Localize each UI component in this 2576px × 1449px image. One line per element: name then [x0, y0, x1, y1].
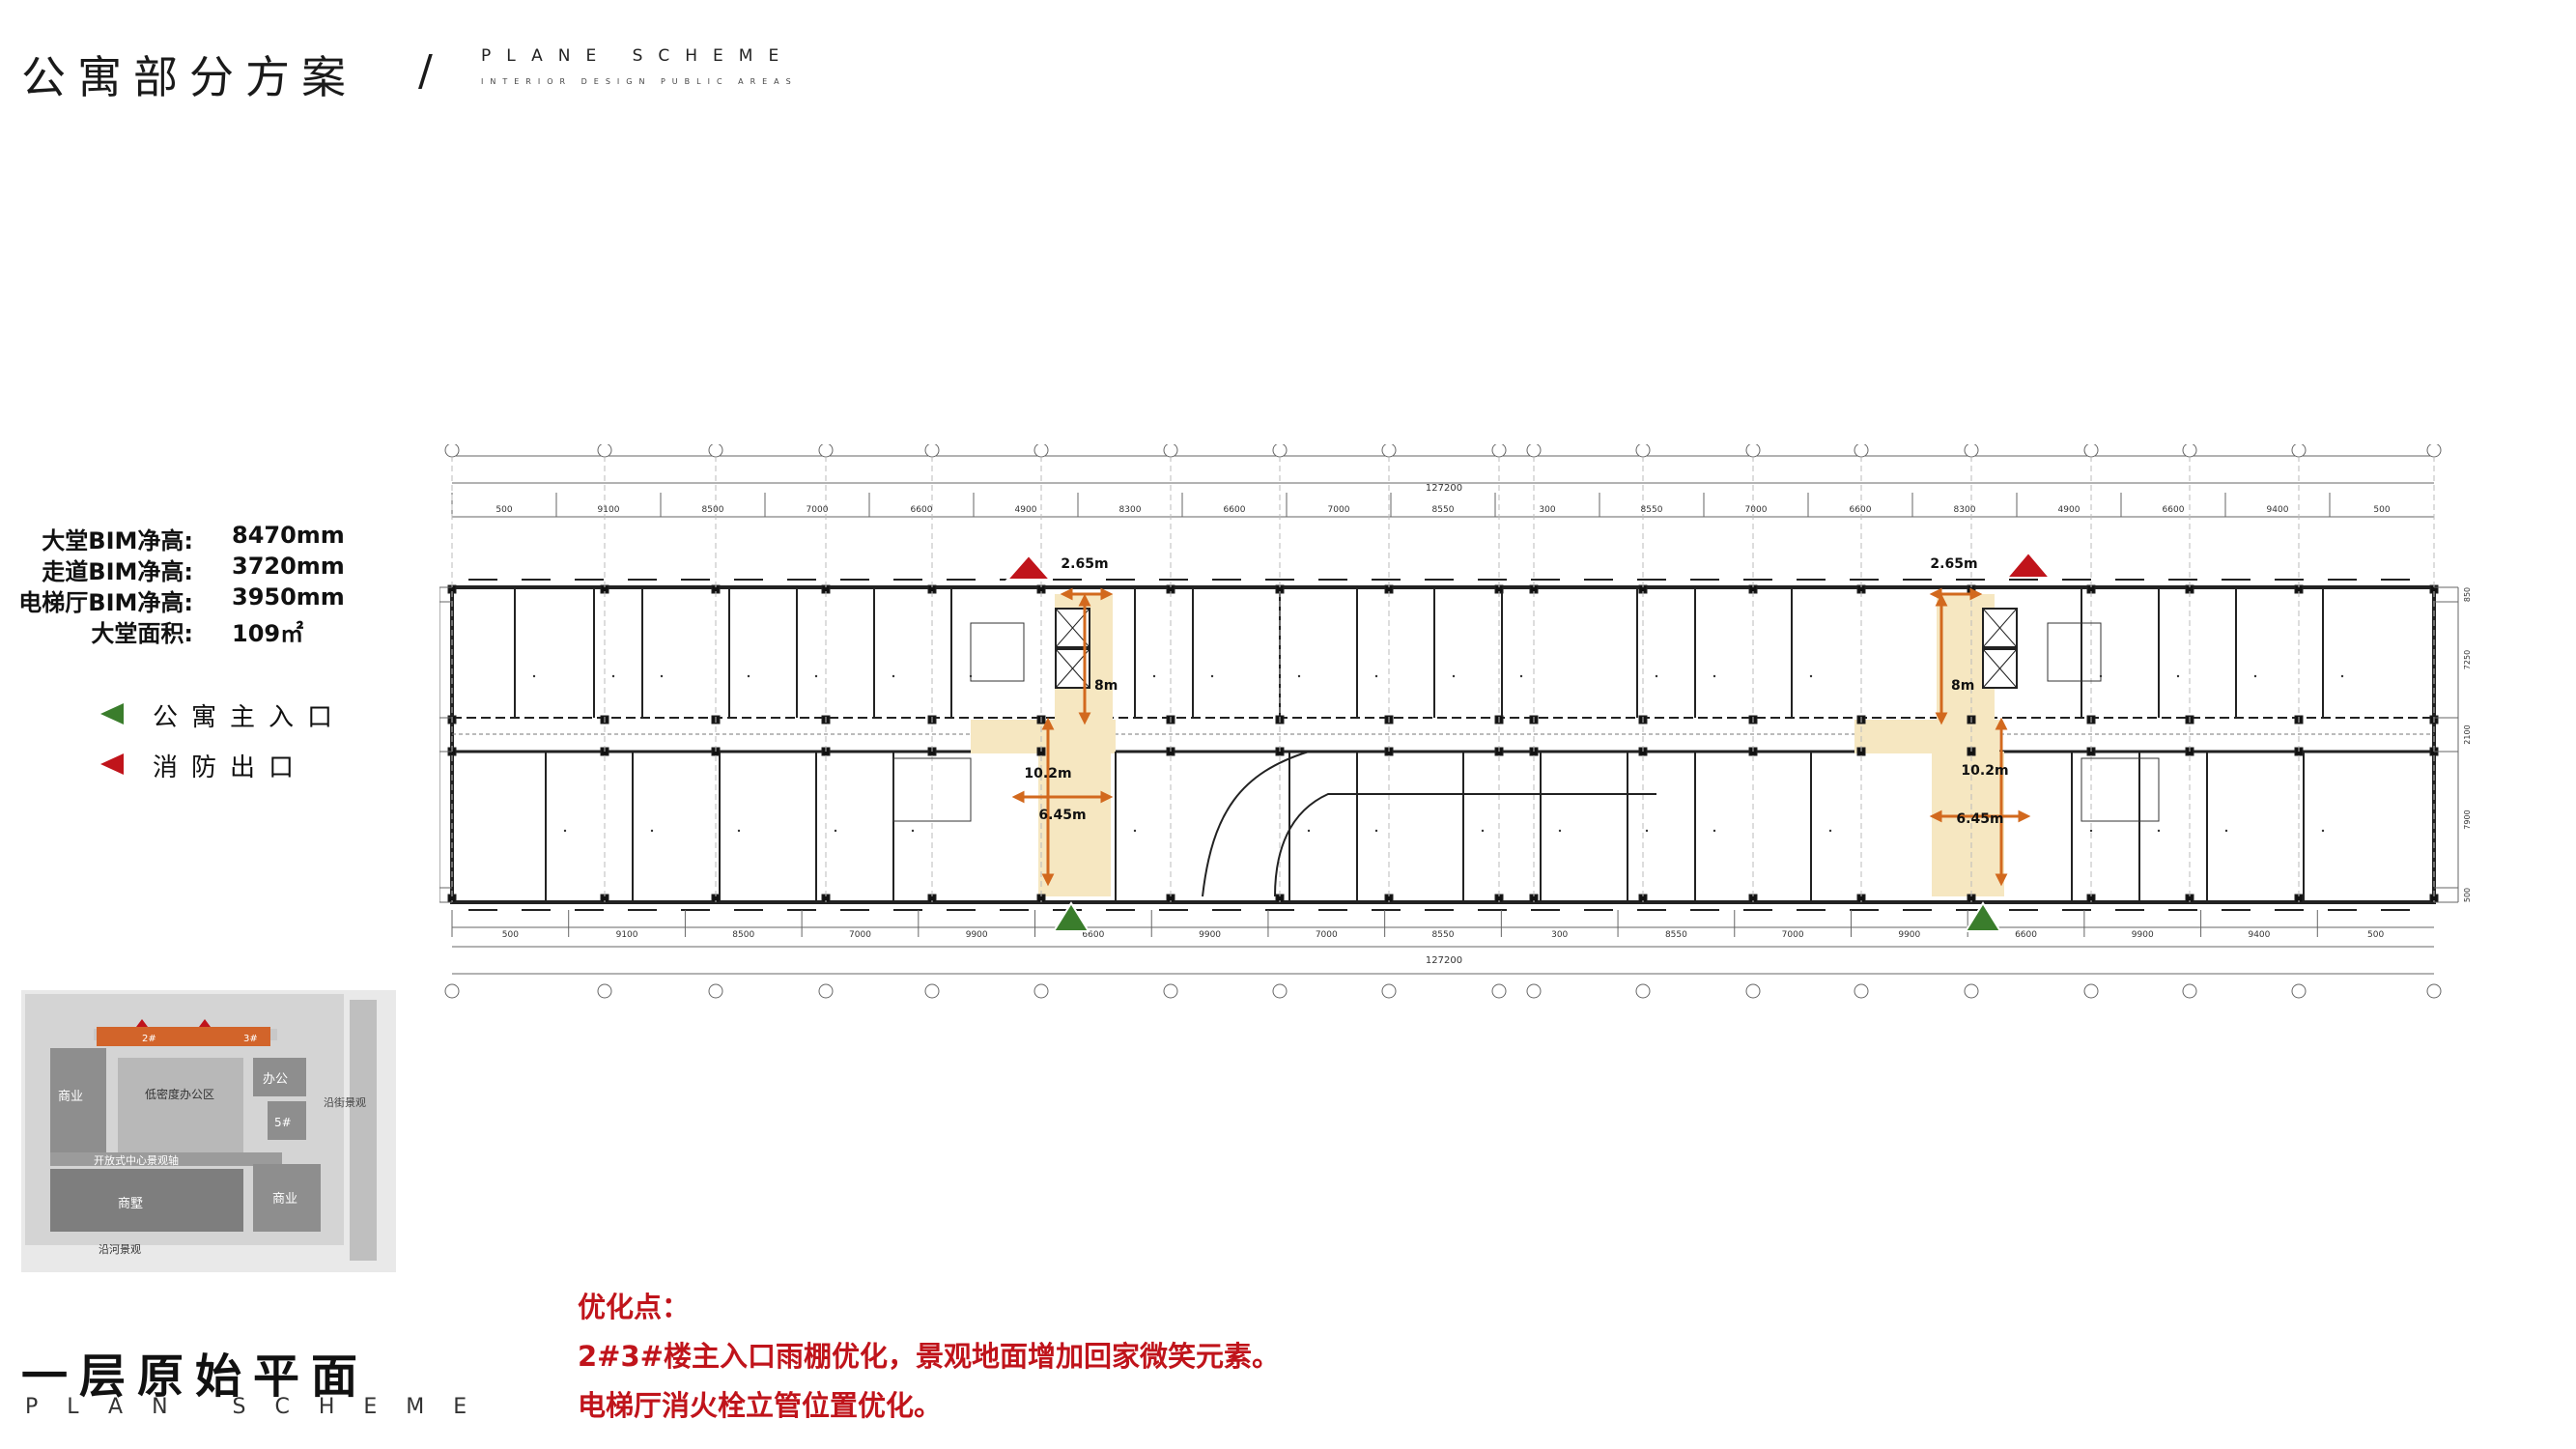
top-dimension-label: 6600	[2163, 505, 2185, 515]
top-dimension-label: 9400	[2267, 505, 2289, 515]
bottom-dimension-label: 7000	[1316, 930, 1338, 940]
measure-width-right: 2.65m	[1930, 556, 1977, 572]
top-dimension-label: 9100	[598, 505, 620, 515]
bottom-dimension-label: 9900	[2132, 930, 2154, 940]
site-label-river: 沿河景观	[99, 1243, 141, 1256]
site-label-2: 2#	[142, 1034, 156, 1044]
bottom-dimension-label: 9900	[1898, 930, 1920, 940]
site-label-commercial-east: 商业	[272, 1192, 297, 1207]
top-dimension-label: 8550	[1641, 505, 1663, 515]
top-dimension-label: 7000	[807, 505, 829, 515]
floor-plan: 127200 127200 500 9100 8500 7000 6600 4900 8300 6…	[439, 444, 2472, 999]
plan-outline	[450, 585, 2436, 904]
bottom-dimension-label: 9400	[2248, 930, 2270, 940]
site-label-axis: 开放式中心景观轴	[94, 1153, 179, 1167]
main-entrance-marker-right	[1964, 901, 2002, 932]
stat-corridor-height: 走道BIM净高: 3720mm	[0, 553, 406, 585]
top-dimension-label: 4900	[2058, 505, 2081, 515]
fire-exit-marker-left	[1005, 554, 1053, 581]
stat-lobby-area: 大堂面积: 109㎡	[0, 614, 406, 647]
measure-lobby-right: 6.45m	[1956, 811, 2003, 827]
site-label-3: 3#	[243, 1034, 258, 1044]
fire-exit-marker-right	[2004, 551, 2052, 579]
main-entrance-marker-left	[1052, 901, 1090, 932]
title-slash: /	[418, 46, 433, 96]
plan-title: 一层原始平面	[21, 1350, 370, 1404]
site-label-5: 5#	[274, 1116, 292, 1129]
top-dimension-label: 8300	[1954, 505, 1976, 515]
top-dimension-label: 300	[1539, 505, 1555, 515]
top-dimension-label: 7000	[1328, 505, 1350, 515]
legend-fire-exit: 消防出口	[97, 748, 348, 782]
stat-value: 3720mm	[232, 553, 345, 580]
site-highlight-building	[97, 1027, 270, 1046]
bottom-dimension-label: 8550	[1665, 930, 1687, 940]
top-dimension-label: 7000	[1745, 505, 1768, 515]
site-label-villa: 商墅	[118, 1197, 143, 1211]
right-dimension-label: 7250	[2463, 650, 2472, 669]
bottom-dimension-label: 8500	[732, 930, 754, 940]
bottom-dimension-label: 500	[2367, 930, 2384, 940]
right-dimension-label: 7900	[2463, 810, 2472, 829]
stat-value: 3950mm	[232, 583, 345, 611]
title-english: PLANE SCHEME	[481, 46, 795, 66]
right-dimension-label: 850	[2463, 587, 2472, 602]
bottom-dimension-label: 9900	[1199, 930, 1221, 940]
bottom-dimension-label: 9900	[966, 930, 988, 940]
bottom-dimension-label: 500	[502, 930, 519, 940]
measure-depth-left: 10.2m	[1024, 766, 1071, 781]
title-subtitle: INTERIOR DESIGN PUBLIC AREAS	[481, 77, 798, 86]
stat-elevator-hall-height: 电梯厅BIM净高: 3950mm	[0, 583, 406, 616]
legend-label: 公寓主入口	[153, 703, 347, 732]
measure-depth-right: 10.2m	[1961, 763, 2008, 779]
measure-width-left: 2.65m	[1061, 556, 1108, 572]
plan-subtitle: PLAN SCHEME	[25, 1395, 496, 1419]
red-triangle-icon	[100, 753, 124, 775]
site-label-office-zone: 低密度办公区	[145, 1087, 214, 1101]
legend-main-entrance: 公寓主入口	[97, 697, 348, 732]
measure-height-left: 8m	[1094, 678, 1118, 694]
total-dimension-top: 127200	[1426, 483, 1462, 494]
top-dimension-label: 500	[495, 505, 512, 515]
stat-label: 电梯厅BIM净高:	[18, 589, 193, 616]
bottom-dimension-label: 6600	[2015, 930, 2037, 940]
right-dimension-label: 500	[2463, 888, 2472, 902]
stat-lobby-height: 大堂BIM净高: 8470mm	[0, 522, 406, 554]
site-map: 2# 3# 商业 低密度办公区 办公 5# 沿街景观 开放式中心景观轴 商墅 商…	[21, 990, 396, 1272]
top-dimension-label: 500	[2373, 505, 2390, 515]
measure-lobby-left: 6.45m	[1038, 808, 1086, 823]
legend-label: 消防出口	[153, 753, 308, 782]
bottom-dimension-label: 8550	[1432, 930, 1455, 940]
stat-value: 109㎡	[232, 620, 304, 647]
bottom-dimension-label: 6600	[1082, 930, 1104, 940]
bottom-dimension-label: 9100	[616, 930, 638, 940]
site-label-office: 办公	[263, 1072, 288, 1087]
total-dimension-bottom: 127200	[1426, 955, 1462, 966]
page-title: 公寓部分方案	[21, 51, 357, 103]
site-label-commercial-west: 商业	[58, 1090, 83, 1104]
right-dimension-label: 2100	[2463, 724, 2472, 744]
stat-label: 大堂BIM净高:	[42, 527, 193, 554]
top-dimension-label: 4900	[1015, 505, 1037, 515]
bottom-dimension-label: 7000	[1782, 930, 1804, 940]
green-triangle-icon	[100, 703, 124, 724]
notes-heading: 优化点：	[578, 1291, 691, 1323]
bottom-dimension-label: 7000	[849, 930, 871, 940]
notes-line-1: 2#3#楼主入口雨棚优化，景观地面增加回家微笑元素。	[578, 1340, 1280, 1373]
optimization-notes: 优化点： 2#3#楼主入口雨棚优化，景观地面增加回家微笑元素。 电梯厅消火栓立管…	[578, 1283, 1280, 1431]
top-dimension-label: 8550	[1432, 505, 1455, 515]
top-dimension-label: 6600	[1850, 505, 1872, 515]
bottom-dimension-label: 300	[1551, 930, 1568, 940]
notes-line-2: 电梯厅消火栓立管位置优化。	[578, 1389, 943, 1422]
measure-height-right: 8m	[1951, 678, 1974, 694]
top-dimension-label: 8300	[1119, 505, 1142, 515]
site-label-street: 沿街景观	[324, 1095, 366, 1109]
stat-value: 8470mm	[232, 522, 345, 549]
stat-label: 大堂面积:	[91, 620, 193, 647]
stat-label: 走道BIM净高:	[42, 558, 193, 585]
top-dimension-label: 6600	[911, 505, 933, 515]
top-dimension-label: 6600	[1224, 505, 1246, 515]
top-dimension-label: 8500	[702, 505, 724, 515]
